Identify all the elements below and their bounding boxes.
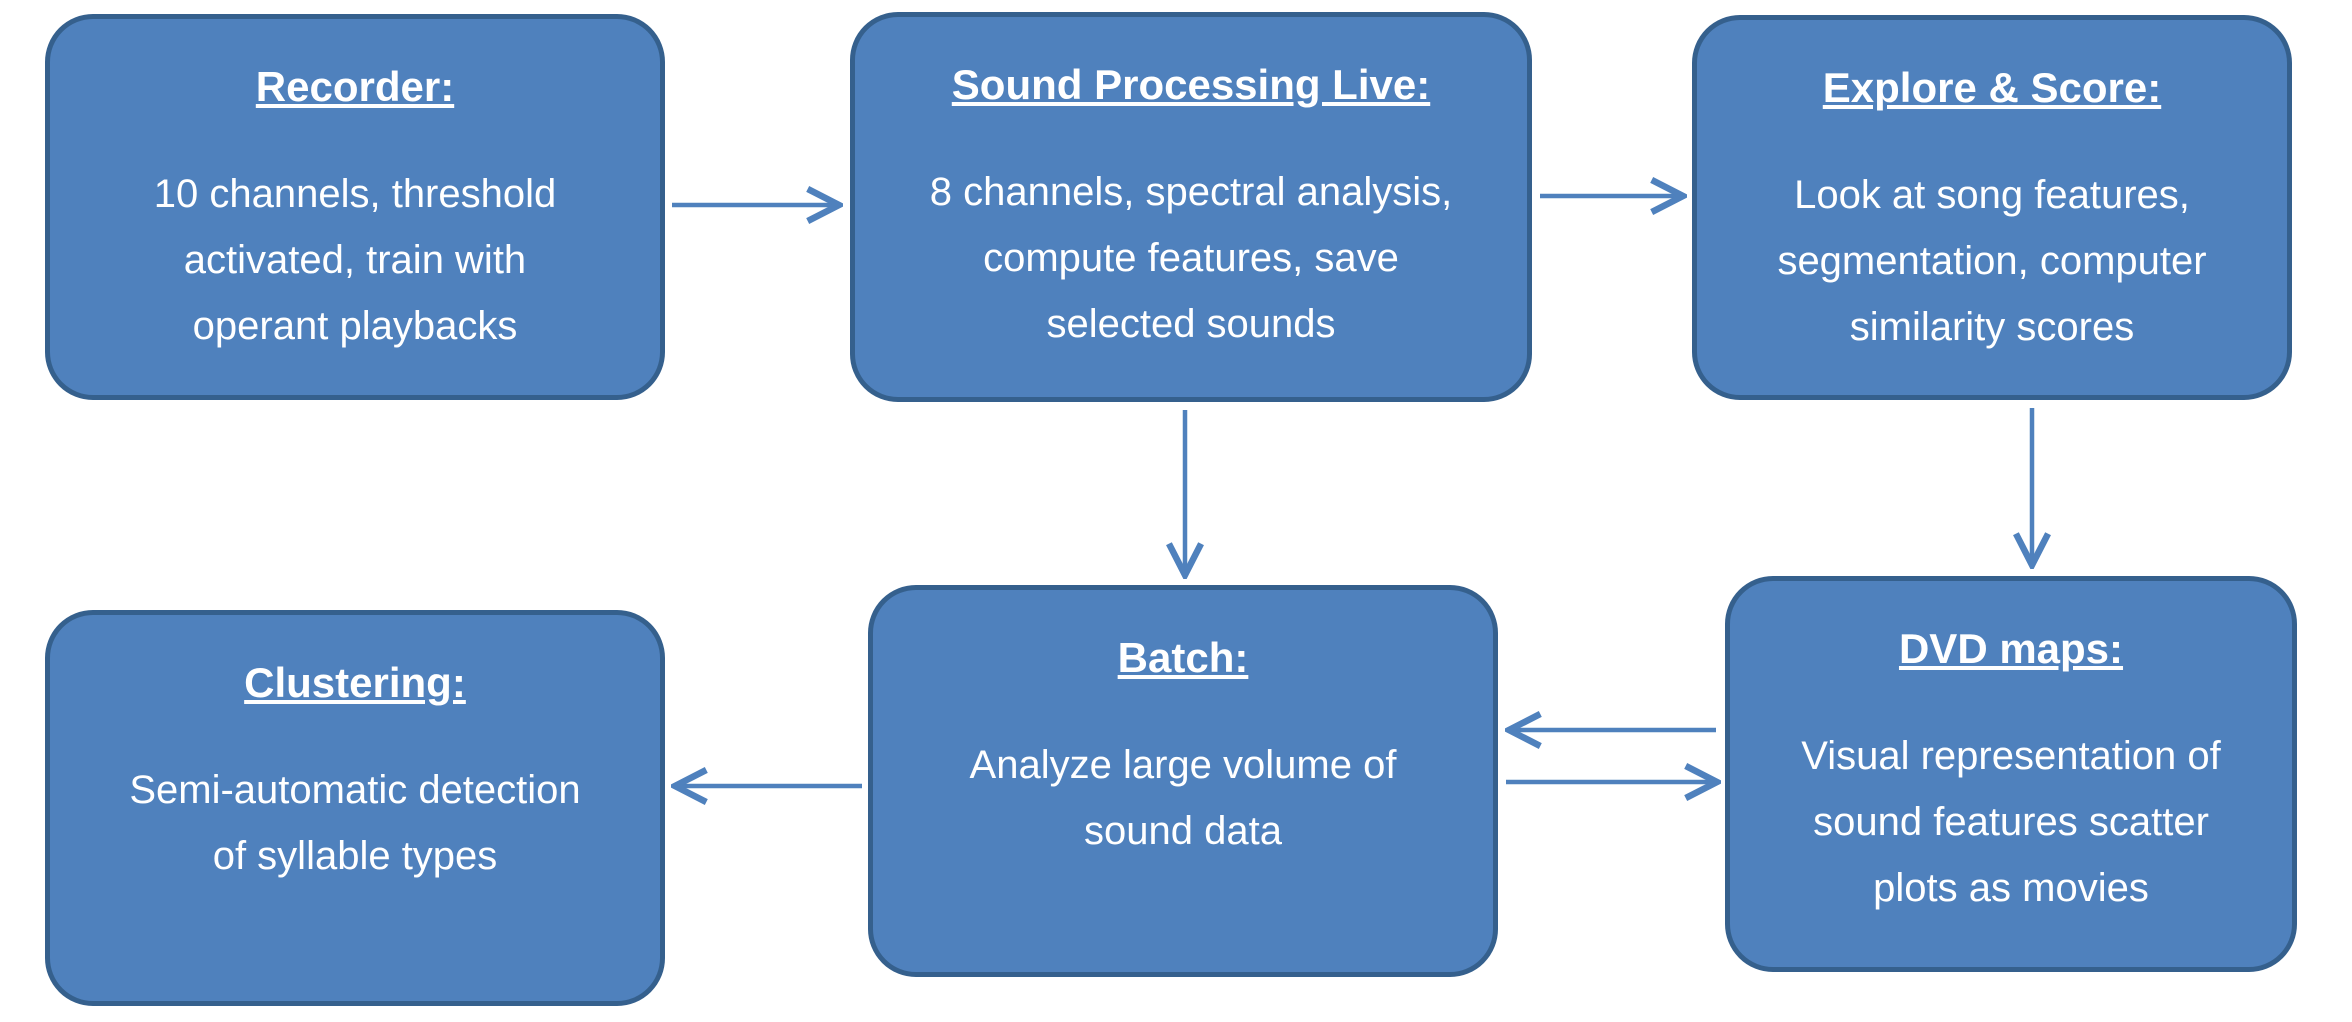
box-explore-score-body: Look at song features, segmentation, com…	[1777, 173, 2207, 349]
box-clustering: Clustering: Semi-automatic detection of …	[45, 610, 665, 1006]
box-clustering-title: Clustering:	[244, 659, 466, 706]
box-dvd-maps-title: DVD maps:	[1898, 625, 2124, 672]
box-batch-body: Analyze large volume of sound data	[969, 743, 1397, 853]
box-clustering-body: Semi-automatic detection of syllable typ…	[129, 768, 581, 878]
box-sound-processing-live-title: Sound Processing Live:	[951, 61, 1431, 108]
box-dvd-maps-body: Visual representation of sound features …	[1801, 734, 2221, 910]
box-recorder: Recorder: 10 channels, threshold activat…	[45, 14, 665, 400]
box-recorder-title: Recorder:	[255, 63, 455, 110]
box-batch: Batch: Analyze large volume of sound dat…	[868, 585, 1498, 977]
box-sound-processing-live: Sound Processing Live: 8 channels, spect…	[850, 12, 1532, 402]
box-batch-title: Batch:	[1117, 634, 1249, 681]
box-recorder-body: 10 channels, threshold activated, train …	[153, 172, 557, 348]
box-dvd-maps: DVD maps: Visual representation of sound…	[1725, 576, 2297, 972]
box-explore-score: Explore & Score: Look at song features, …	[1692, 15, 2292, 400]
box-explore-score-title: Explore & Score:	[1822, 64, 2162, 111]
box-sound-processing-live-body: 8 channels, spectral analysis, compute f…	[929, 170, 1453, 346]
